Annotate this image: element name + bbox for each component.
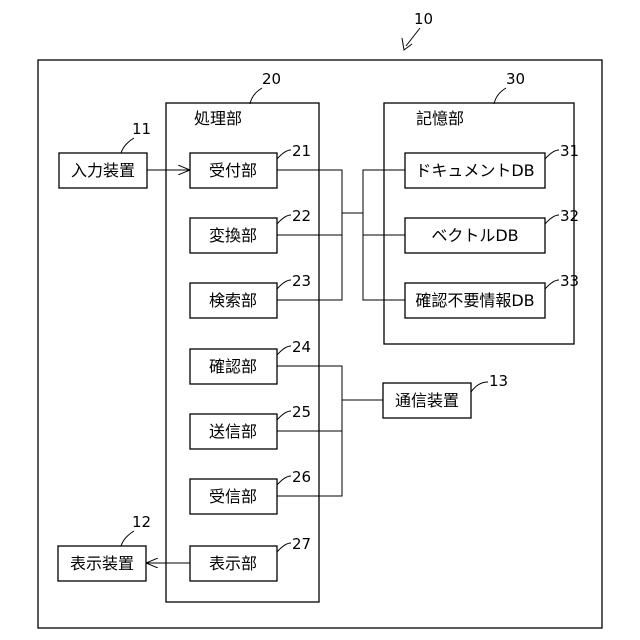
system-ref: 10	[414, 10, 433, 28]
vector-db-ref: 32	[560, 207, 579, 225]
document-db-label: ドキュメントDB	[415, 161, 534, 180]
communication-device-label: 通信装置	[395, 391, 459, 410]
module-transmission-ref: 25	[292, 403, 311, 421]
module-conversion-ref: 22	[292, 207, 311, 225]
module-confirmation: 確認部 24	[190, 338, 311, 384]
module-confirmation-label: 確認部	[209, 357, 257, 376]
module-display-label: 表示部	[209, 554, 257, 573]
document-db: ドキュメントDB 31	[405, 142, 579, 188]
input-device: 入力装置 11	[59, 120, 151, 188]
module-search-ref: 23	[292, 272, 311, 290]
input-device-label: 入力装置	[71, 161, 135, 180]
document-db-ref: 31	[560, 142, 579, 160]
module-transmission: 送信部 25	[190, 403, 311, 449]
module-reception-label: 受付部	[209, 161, 257, 180]
display-device: 表示装置 12	[58, 513, 151, 581]
module-display: 表示部 27	[190, 535, 311, 581]
storage-unit-title: 記憶部	[416, 109, 464, 128]
module-conversion-label: 変換部	[209, 226, 257, 245]
module-transmission-label: 送信部	[209, 422, 257, 441]
communication-device: 通信装置 13	[383, 372, 508, 418]
confirmation-unnecessary-db-label: 確認不要情報DB	[415, 291, 534, 310]
confirmation-unnecessary-db-ref: 33	[560, 272, 579, 290]
display-device-ref: 12	[132, 513, 151, 531]
display-device-label: 表示装置	[70, 554, 134, 573]
module-reception-ref: 21	[292, 142, 311, 160]
module-receiving-ref: 26	[292, 468, 311, 486]
module-confirmation-ref: 24	[292, 338, 311, 356]
module-search: 検索部 23	[190, 272, 311, 318]
vector-db: ベクトルDB 32	[405, 207, 579, 253]
module-search-label: 検索部	[209, 291, 257, 310]
input-device-ref: 11	[132, 120, 151, 138]
module-receiving-label: 受信部	[209, 487, 257, 506]
processing-unit-ref: 20	[262, 70, 281, 88]
vector-db-label: ベクトルDB	[431, 226, 518, 245]
confirmation-unnecessary-db: 確認不要情報DB 33	[405, 272, 579, 318]
module-display-ref: 27	[292, 535, 311, 553]
module-receiving: 受信部 26	[190, 468, 311, 514]
processing-unit-title: 処理部	[194, 109, 242, 128]
module-reception: 受付部 21	[190, 142, 311, 188]
module-conversion: 変換部 22	[190, 207, 311, 253]
communication-device-ref: 13	[489, 372, 508, 390]
storage-unit-ref: 30	[506, 70, 525, 88]
